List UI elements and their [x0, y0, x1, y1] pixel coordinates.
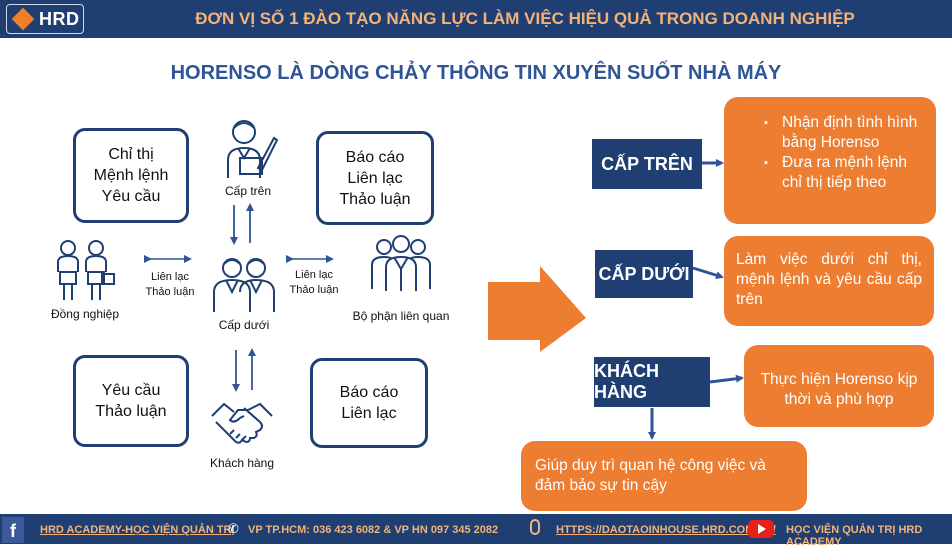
youtube-icon[interactable]: [748, 520, 774, 538]
label-khach-hang: Khách hàng: [209, 456, 275, 470]
footer-phone: VP TP.HCM: 036 423 6082 & VP HN 097 345 …: [248, 524, 499, 536]
orange-box-cap-duoi: Làm việc dưới chỉ thị, mệnh lệnh và yêu …: [724, 236, 934, 326]
department-icon: [371, 235, 431, 291]
footer-youtube-text: HỌC VIỆN QUẢN TRỊ HRD ACADEMY: [786, 524, 923, 548]
link-line: Liên lạc: [295, 269, 333, 281]
left-link-label: Liên lạc Thảo luận: [138, 270, 202, 300]
box-line: Báo cáo: [345, 148, 405, 166]
link-line: Thảo luận: [289, 284, 339, 296]
box-request: Yêu cầu Thảo luận: [73, 355, 189, 447]
link-line: Liên lạc: [151, 271, 189, 283]
link-line: Thảo luận: [145, 286, 195, 298]
label-cap-duoi: Cấp dưới: [218, 318, 270, 332]
header-bar: [0, 0, 952, 38]
box-line: Mệnh lệnh: [93, 167, 169, 184]
box-line: Thảo luận: [339, 190, 411, 208]
supervisor-icon: [227, 120, 278, 178]
handshake-icon: [211, 402, 273, 444]
footer-url-link[interactable]: HTTPS://DAOTAOINHOUSE.HRD.COM.VN/: [556, 524, 776, 536]
box-line: Thảo luận: [95, 403, 167, 420]
label-dong-nghiep: Đồng nghiệp: [50, 307, 120, 321]
bullet-item: Nhận định tình hình bằng Horenso: [764, 113, 924, 153]
label-cap-tren: Cấp trên: [224, 184, 272, 198]
header-tagline: ĐƠN VỊ SỐ 1 ĐÀO TẠO NĂNG LỰC LÀM VIỆC HI…: [195, 9, 855, 28]
box-instructions: Chỉ thị Mệnh lệnh Yêu cầu: [73, 128, 189, 223]
box-report-up: Báo cáo Liên lạc Thảo luận: [316, 131, 434, 225]
page-title: HORENSO LÀ DÒNG CHẢY THÔNG TIN XUYÊN SUỐ…: [170, 62, 782, 84]
box-line: Liên lạc: [347, 169, 403, 187]
box-line: Yêu cầu: [101, 188, 161, 205]
phone-icon: ✆: [228, 521, 239, 536]
box-line: Báo cáo: [339, 384, 399, 401]
orange-box-bottom: Giúp duy trì quan hệ công việc và đảm bả…: [521, 441, 807, 511]
box-report-customer: Báo cáo Liên lạc: [310, 358, 428, 448]
footer-academy-link[interactable]: HRD ACADEMY-HỌC VIỆN QUẢN TRỊ: [40, 524, 235, 536]
orange-box-khach-hang: Thực hiện Horenso kịp thời và phù hợp: [744, 345, 934, 427]
subordinates-icon: [213, 258, 275, 312]
box-line: Chỉ thị: [108, 146, 154, 163]
hrd-logo[interactable]: HRD: [6, 4, 84, 34]
right-link-label: Liên lạc Thảo luận: [282, 268, 346, 298]
facebook-icon[interactable]: f: [2, 517, 24, 543]
orange-box-cap-tren: Nhận định tình hình bằng Horenso Đưa ra …: [724, 97, 936, 224]
bullet-item: Đưa ra mệnh lệnh chỉ thị tiếp theo: [764, 153, 924, 193]
label-khach-hang-box: KHÁCH HÀNG: [594, 357, 710, 407]
big-orange-arrow: [488, 266, 586, 352]
label-bo-phan: Bộ phận liên quan: [352, 309, 450, 323]
mouse-icon: [530, 519, 540, 535]
colleagues-icon: [57, 240, 115, 300]
box-line: Yêu cầu: [101, 382, 161, 399]
label-cap-duoi-box: CẤP DƯỚI: [595, 250, 693, 298]
logo-text: HRD: [39, 8, 80, 29]
label-cap-tren-box: CẤP TRÊN: [592, 139, 702, 189]
footer-bar: [0, 514, 952, 544]
box-line: Liên lạc: [341, 405, 397, 422]
